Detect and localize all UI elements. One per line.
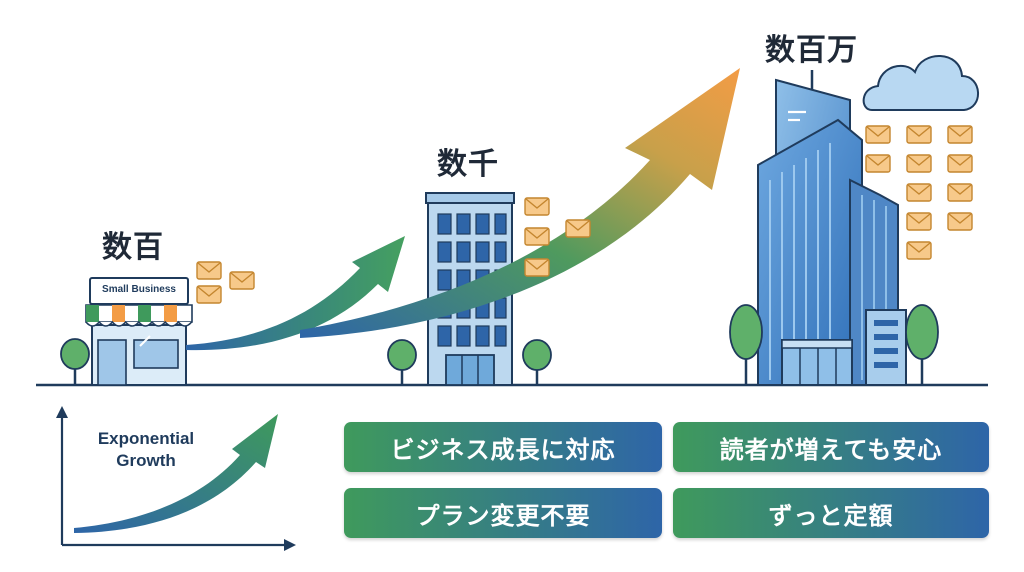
tree <box>387 339 417 385</box>
envelope-icon <box>229 271 255 290</box>
shop-sign: Small Business <box>102 284 176 295</box>
envelope-icon <box>196 261 222 280</box>
growth-chart-icon <box>56 406 296 551</box>
growth-label-line-1: Exponential <box>97 429 195 448</box>
tier-label-millions: 数百万 <box>765 33 858 68</box>
tree <box>905 304 939 385</box>
envelope-icon <box>524 258 550 277</box>
growth-arrow-2 <box>300 68 740 338</box>
tree <box>60 338 90 385</box>
growth-label-line-2: Growth <box>116 451 176 470</box>
benefit-button-business-growth: ビジネス成長に対応 <box>344 422 662 472</box>
cloud-icon <box>862 55 979 111</box>
skyscraper-cluster <box>757 70 907 386</box>
small-business-shop <box>85 277 193 386</box>
benefit-button-no-plan-change: プラン変更不要 <box>344 488 662 538</box>
growth-label: Exponential Growth <box>76 428 216 472</box>
tree <box>729 304 763 385</box>
envelope-icon <box>524 227 550 246</box>
tree <box>522 339 552 385</box>
envelope-icon <box>196 285 222 304</box>
tier-label-hundreds: 数百 <box>102 230 164 265</box>
tier-label-thousands: 数千 <box>437 147 499 182</box>
benefit-button-readers: 読者が増えても安心 <box>673 422 989 472</box>
envelope-icon <box>565 219 591 238</box>
envelope-icon <box>524 197 550 216</box>
benefit-button-flat-rate: ずっと定額 <box>673 488 989 538</box>
growth-arrow-1 <box>186 236 405 351</box>
